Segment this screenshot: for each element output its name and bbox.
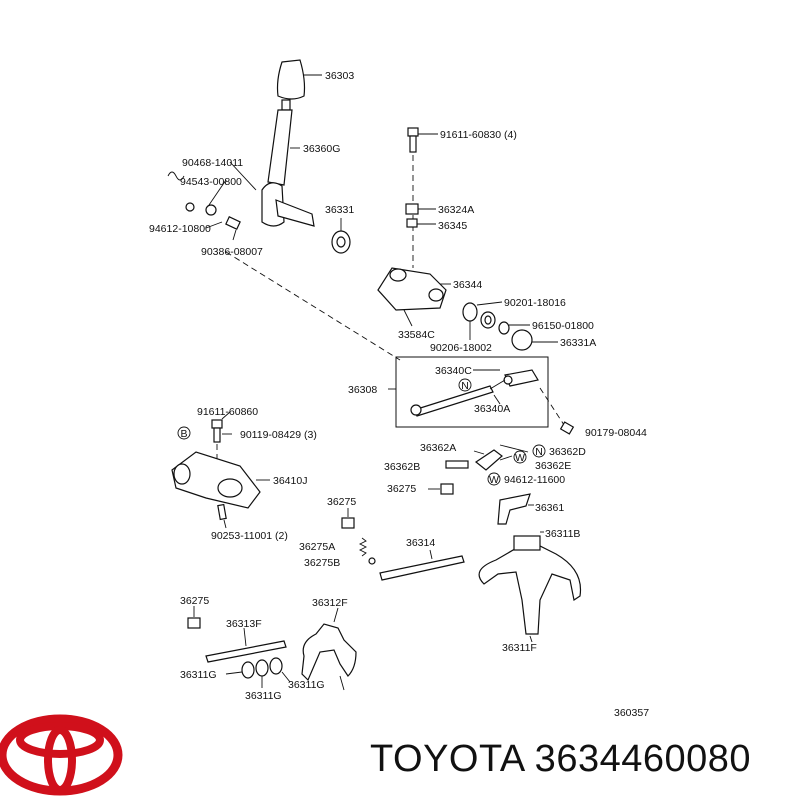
svg-text:W: W: [515, 452, 525, 464]
svg-text:B: B: [180, 428, 187, 440]
label-36324A: 36324A: [438, 204, 474, 216]
spring-36275A: [358, 537, 368, 557]
label-94612-10800: 94612-10800: [149, 223, 211, 235]
label-94543-00800: 94543-00800: [180, 176, 242, 188]
bushing-36345: [406, 218, 436, 228]
label-90468-14011: 90468-14011: [182, 157, 243, 169]
label-36361: 36361: [535, 502, 564, 514]
label-36275-bottom: 36275: [180, 595, 209, 607]
label-36311B: 36311B: [545, 528, 580, 540]
bushing-36324A: [405, 203, 436, 215]
label-36410J: 36410J: [273, 475, 307, 487]
shaft-36314: [379, 549, 465, 581]
label-36312F: 36312F: [312, 597, 348, 609]
rod-assembly-box: [388, 356, 549, 428]
ball-36275B: [368, 557, 376, 565]
seal-36331: [331, 218, 351, 254]
label-36303: 36303: [325, 70, 354, 82]
label-90201-18016: 90201-18016: [504, 297, 566, 309]
label-36275-mid: 36275: [387, 483, 416, 495]
brand-part-number: TOYOTA 3634460080: [370, 738, 752, 780]
label-36340C: 36340C: [435, 365, 472, 377]
label-36340A: 36340A: [474, 403, 510, 415]
label-36362D: 36362D: [549, 446, 586, 458]
label-36311F: 36311F: [502, 642, 537, 654]
shift-cover-36410J: [171, 451, 270, 509]
label-36362B: 36362B: [384, 461, 420, 473]
marker-b-1: B: [177, 426, 191, 440]
label-96150-01800: 96150-01800: [532, 320, 594, 332]
shift-lever: [261, 99, 315, 227]
lever-36362: [445, 444, 529, 471]
label-36331: 36331: [325, 204, 354, 216]
label-90253-11001: 90253-11001 (2): [211, 530, 288, 542]
label-33584C: 33584C: [398, 329, 435, 341]
label-36313F: 36313F: [226, 618, 262, 630]
svg-text:W: W: [489, 474, 499, 486]
fork-36311F: [478, 531, 582, 643]
lever-36361: [497, 493, 534, 525]
svg-text:N: N: [461, 380, 469, 392]
svg-text:N: N: [535, 446, 543, 458]
plug-36275-mid: [428, 483, 454, 495]
label-36308: 36308: [348, 384, 377, 396]
toyota-logo-icon: [0, 714, 123, 796]
marker-n-1: N: [458, 378, 472, 392]
label-94612-11600: 94612-11600: [504, 474, 565, 486]
label-36275B: 36275B: [304, 557, 340, 569]
marker-w-1: W: [513, 450, 527, 464]
label-36275A: 36275A: [299, 541, 335, 553]
pin-90253: [217, 503, 227, 529]
label-36331A: 36331A: [560, 337, 596, 349]
washers-right: [462, 301, 558, 351]
label-91611-60860: 91611-60860: [197, 406, 258, 418]
plug-36275-top: [341, 508, 355, 529]
small-hardware-left: [167, 161, 257, 241]
fork-36312F: [301, 607, 357, 691]
marker-n-2: N: [532, 444, 546, 458]
label-36314: 36314: [406, 537, 435, 549]
bolt-90179: [559, 421, 575, 435]
label-36275-top: 36275: [327, 496, 356, 508]
shaft-36313F: [205, 627, 287, 663]
label-36311G-3: 36311G: [245, 690, 282, 702]
label-91611-60830: 91611-60830 (4): [440, 129, 517, 141]
label-36311G-1: 36311G: [180, 669, 217, 681]
label-90179-08044: 90179-08044: [585, 427, 647, 439]
label-36345: 36345: [438, 220, 467, 232]
rings-36311G: [225, 657, 291, 688]
label-90386-08007: 90386-08007: [201, 246, 263, 258]
label-36362E: 36362E: [535, 460, 571, 472]
label-36311G-2: 36311G: [288, 679, 325, 691]
bolt-91611-60860: [211, 411, 232, 443]
marker-w-2: W: [487, 472, 501, 486]
label-360357: 360357: [614, 707, 649, 719]
shift-knob: [276, 59, 322, 100]
shift-housing-36344: [377, 267, 451, 327]
bolt-91611-60830: [407, 127, 438, 153]
label-90119-08429: 90119-08429 (3): [240, 429, 317, 441]
label-36360G: 36360G: [303, 143, 340, 155]
label-36362A: 36362A: [420, 442, 456, 454]
label-36344: 36344: [453, 279, 482, 291]
label-90206-18002: 90206-18002: [430, 342, 492, 354]
plug-36275-bottom: [187, 606, 201, 629]
